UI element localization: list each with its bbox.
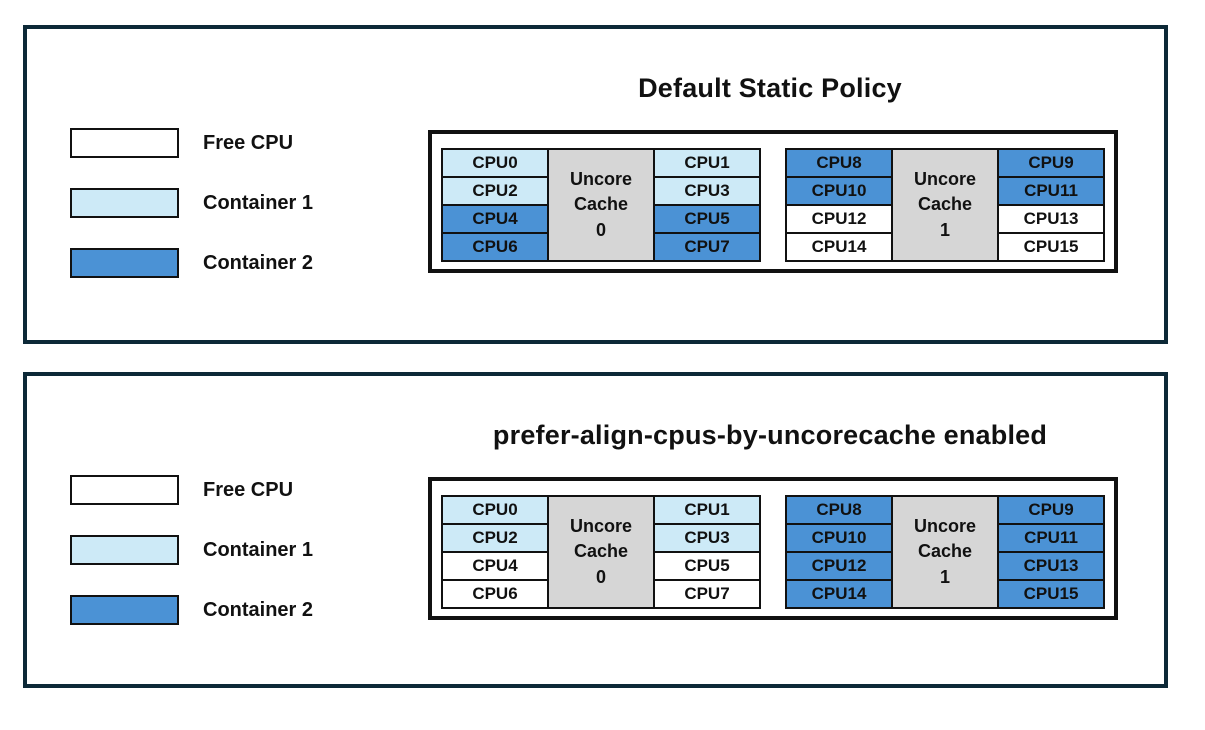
uncore-cache-id: 1 [939,566,950,587]
cpu-cell: CPU13 [997,204,1105,234]
uncore-cache-cell: Uncore Cache 0 [547,148,655,262]
cpu-cell: CPU9 [997,148,1105,178]
legend-item-container-2: Container 2 [70,595,313,625]
uncore-cache-label-line: Uncore [569,515,632,536]
legend-label: Free CPU [203,478,294,501]
cpu-cell: CPU11 [997,523,1105,553]
legend-label: Container 2 [203,251,314,274]
uncore-cache-label-line: Uncore [913,168,976,189]
uncore-cache-1-group: CPU8 CPU10 CPU12 CPU14 Uncore Cache 1 CP… [785,495,1105,609]
cpu-cell: CPU14 [785,579,893,609]
cpu-cell: CPU1 [653,148,761,178]
legend-swatch-container2 [70,595,179,625]
cpu-cell: CPU4 [441,204,549,234]
legend-label: Free CPU [203,131,294,154]
legend-item-container-1: Container 1 [70,535,313,565]
legend-swatch-free [70,128,179,158]
cpu-cell: CPU5 [653,204,761,234]
cpu-cell: CPU6 [441,579,549,609]
cpu-cell: CPU10 [785,176,893,206]
uncore-cache-label-line: Uncore [569,168,632,189]
cpu-cell: CPU7 [653,579,761,609]
cpu-cell: CPU7 [653,232,761,262]
uncore-cache-0-group: CPU0 CPU2 CPU4 CPU6 Uncore Cache 0 CPU1 … [441,495,761,609]
legend-item-container-1: Container 1 [70,188,313,218]
cpu-cell: CPU6 [441,232,549,262]
cpu-cell: CPU12 [785,551,893,581]
cpu-topology-diagram: CPU0 CPU2 CPU4 CPU6 Uncore Cache 0 CPU1 … [428,477,1118,620]
cpu-column: CPU1 CPU3 CPU5 CPU7 [653,148,761,262]
legend-label: Container 1 [203,538,314,561]
legend-swatch-container1 [70,535,179,565]
cpu-cell: CPU10 [785,523,893,553]
cpu-cell: CPU8 [785,148,893,178]
cpu-column: CPU9 CPU11 CPU13 CPU15 [997,148,1105,262]
legend-swatch-container1 [70,188,179,218]
cpu-cell: CPU15 [997,579,1105,609]
cpu-column: CPU9 CPU11 CPU13 CPU15 [997,495,1105,609]
cpu-column: CPU8 CPU10 CPU12 CPU14 [785,148,893,262]
legend-label: Container 1 [203,191,314,214]
cpu-cell: CPU0 [441,495,549,525]
panel-prefer-align-uncorecache: prefer-align-cpus-by-uncorecache enabled… [23,372,1168,688]
uncore-cache-label-line: Cache [917,194,973,215]
cpu-column: CPU0 CPU2 CPU4 CPU6 [441,148,549,262]
cpu-cell: CPU14 [785,232,893,262]
cpu-cell: CPU9 [997,495,1105,525]
uncore-cache-id: 0 [595,219,606,240]
cpu-column: CPU0 CPU2 CPU4 CPU6 [441,495,549,609]
cpu-cell: CPU11 [997,176,1105,206]
uncore-cache-label-line: Cache [573,194,629,215]
legend: Free CPU Container 1 Container 2 [70,475,313,655]
legend-label: Container 2 [203,598,314,621]
cpu-cell: CPU4 [441,551,549,581]
uncore-cache-cell: Uncore Cache 1 [891,148,999,262]
cpu-cell: CPU3 [653,523,761,553]
cpu-cell: CPU3 [653,176,761,206]
panel-title: prefer-align-cpus-by-uncorecache enabled [492,420,1048,450]
uncore-cache-label-line: Uncore [913,515,976,536]
uncore-cache-id: 0 [595,566,606,587]
cpu-cell: CPU15 [997,232,1105,262]
legend-item-free-cpu: Free CPU [70,475,313,505]
uncore-cache-label-line: Cache [917,541,973,562]
uncore-cache-cell: Uncore Cache 0 [547,495,655,609]
cpu-cell: CPU13 [997,551,1105,581]
panel-default-static-policy: Default Static Policy Free CPU Container… [23,25,1168,344]
legend-item-container-2: Container 2 [70,248,313,278]
legend-swatch-free [70,475,179,505]
cpu-cell: CPU2 [441,523,549,553]
legend-item-free-cpu: Free CPU [70,128,313,158]
uncore-cache-label-line: Cache [573,541,629,562]
legend: Free CPU Container 1 Container 2 [70,128,313,308]
cpu-cell: CPU8 [785,495,893,525]
cpu-column: CPU8 CPU10 CPU12 CPU14 [785,495,893,609]
uncore-cache-cell: Uncore Cache 1 [891,495,999,609]
cpu-topology-diagram: CPU0 CPU2 CPU4 CPU6 Uncore Cache 0 CPU1 … [428,130,1118,273]
uncore-cache-1-group: CPU8 CPU10 CPU12 CPU14 Uncore Cache 1 CP… [785,148,1105,262]
cpu-cell: CPU1 [653,495,761,525]
cpu-column: CPU1 CPU3 CPU5 CPU7 [653,495,761,609]
uncore-cache-id: 1 [939,219,950,240]
cpu-cell: CPU12 [785,204,893,234]
cpu-cell: CPU0 [441,148,549,178]
panel-title: Default Static Policy [638,73,902,103]
uncore-cache-0-group: CPU0 CPU2 CPU4 CPU6 Uncore Cache 0 CPU1 … [441,148,761,262]
cpu-cell: CPU2 [441,176,549,206]
legend-swatch-container2 [70,248,179,278]
cpu-cell: CPU5 [653,551,761,581]
